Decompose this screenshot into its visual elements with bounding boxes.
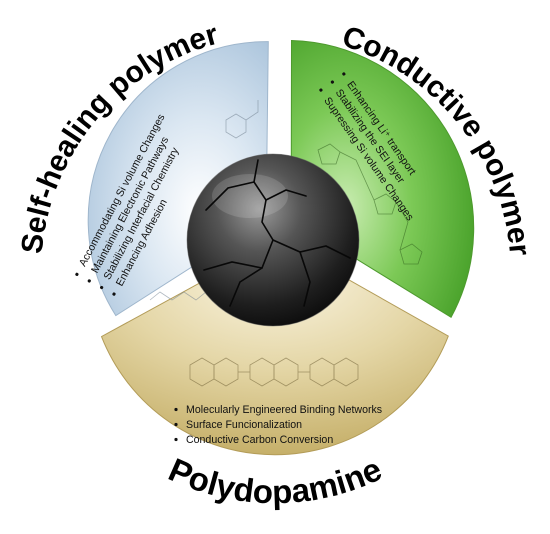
molecule-sketch-polydopamine xyxy=(189,357,359,387)
polydopamine-bullet: Surface Funcionalization xyxy=(186,419,302,431)
bullet-dot xyxy=(100,285,104,290)
bullet-dot xyxy=(342,72,346,76)
bullet-dot xyxy=(112,292,116,296)
bullet-dot xyxy=(174,407,178,412)
bullet-dot xyxy=(174,422,178,427)
polydopamine-bullet: Conductive Carbon Conversion xyxy=(186,434,333,446)
polydopamine-bullet: Molecularly Engineered Binding Networks xyxy=(186,404,382,416)
bullet-dot xyxy=(330,80,334,84)
self-healing-segment xyxy=(87,41,269,317)
molecule-sketch-conductive xyxy=(317,143,423,265)
sphere-highlight xyxy=(212,174,288,218)
conductive-segment xyxy=(290,39,475,319)
polydopamine-bullet-list: Molecularly Engineered Binding Networks … xyxy=(174,404,382,446)
bullet-dot xyxy=(75,272,79,276)
bullet-dot xyxy=(174,437,178,442)
bullet-dot xyxy=(319,88,323,92)
polydopamine-segment xyxy=(100,239,449,456)
sphere-cracks xyxy=(203,159,351,307)
sphere-overlay xyxy=(186,153,360,327)
polydopamine-title: Polydopamine xyxy=(163,450,387,510)
bullet-dot xyxy=(87,279,91,283)
